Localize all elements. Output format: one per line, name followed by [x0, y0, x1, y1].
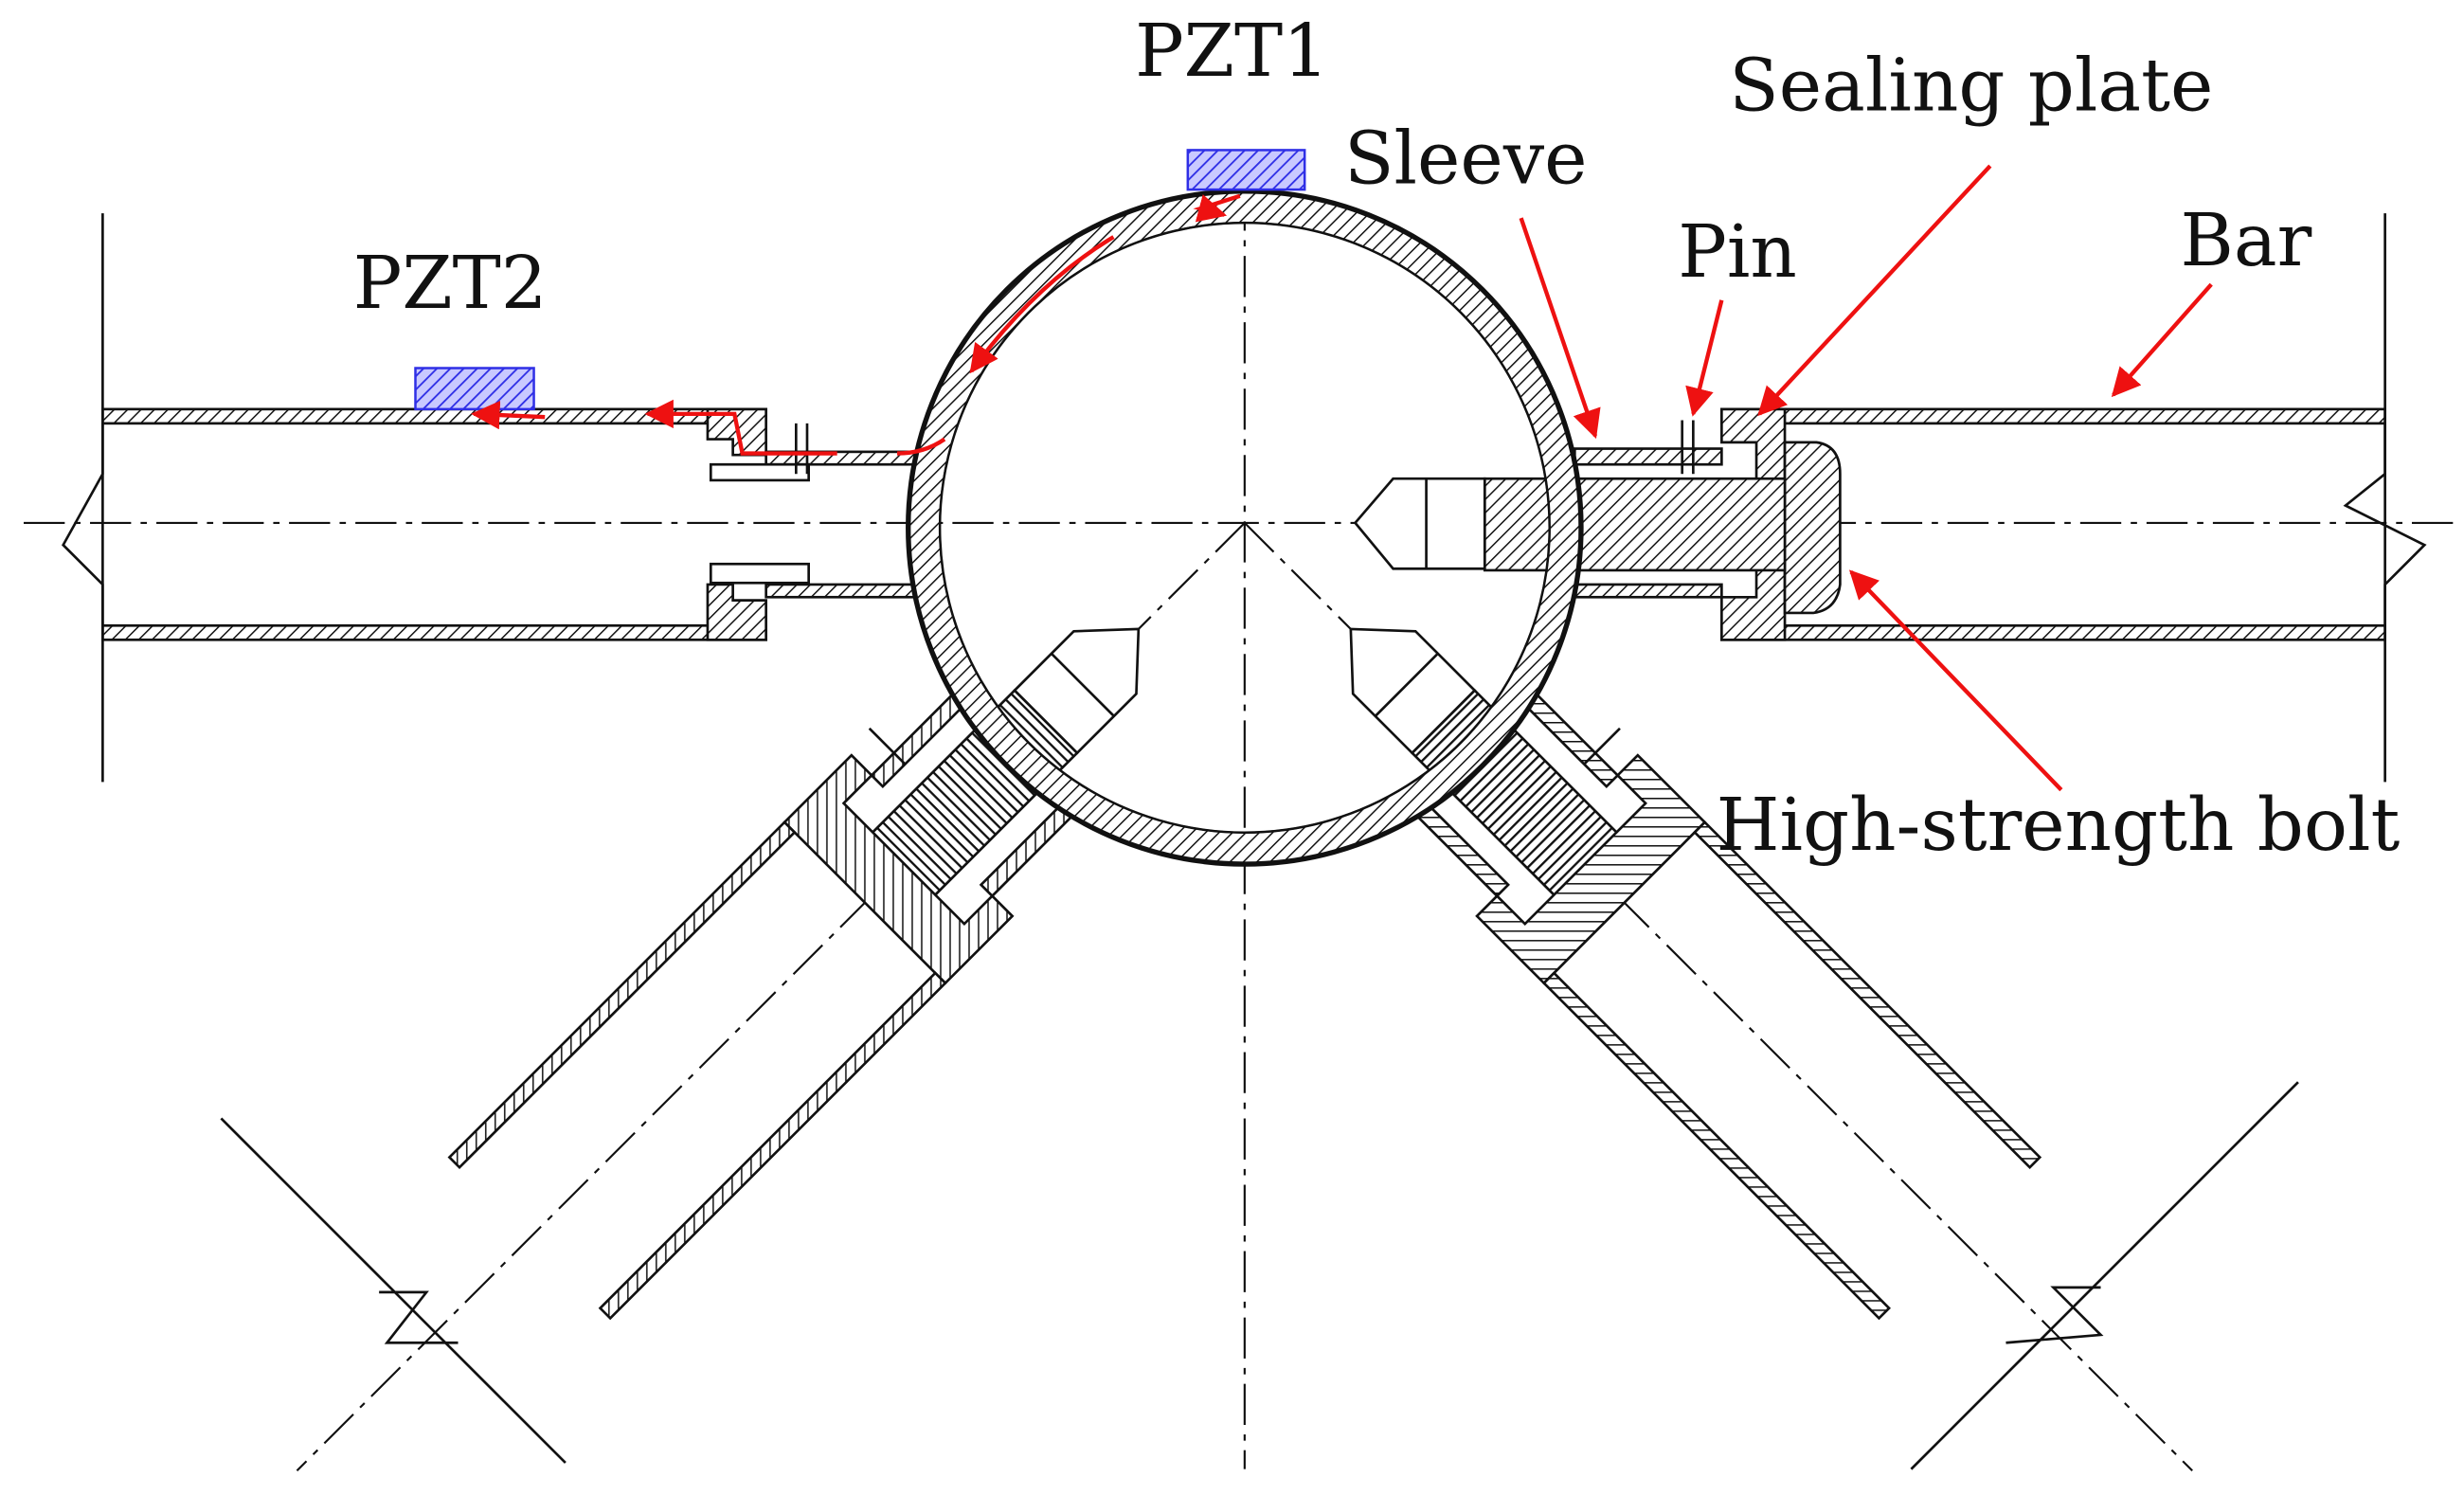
- left-diag-plate: [782, 753, 1015, 985]
- left-bar-top-wall: [101, 407, 767, 425]
- bar-arrow: [2111, 282, 2213, 398]
- right-diag-wall-b: [1541, 971, 1891, 1321]
- left-pin-slot: [709, 462, 810, 482]
- left-bar-bottom-wall: [101, 623, 767, 641]
- high-strength-bolt-head: [1783, 441, 1842, 615]
- label-high-strength-bolt: High-strength bolt: [1717, 784, 2401, 868]
- left-bar: [62, 213, 942, 783]
- high-strength-bolt-tip: [1353, 477, 1486, 570]
- diagonal-break-marks: [220, 1081, 2299, 1470]
- label-sleeve: Sleeve: [1344, 117, 1588, 201]
- label-pin: Pin: [1678, 210, 1797, 295]
- pin-arrow: [1685, 299, 1724, 417]
- left-sealing-plate-bottom: [706, 583, 767, 641]
- right-diag-plate: [1475, 753, 1707, 985]
- left-break-mark: [62, 423, 104, 626]
- right-sleeve-top: [1573, 447, 1723, 466]
- left-diag-cone-line: [1050, 652, 1115, 717]
- label-sealing-plate: Sealing plate: [1729, 45, 2213, 129]
- label-pzt1: PZT1: [1135, 9, 1329, 94]
- stress-wave-path: [471, 193, 1241, 456]
- bolt-arrow: [1848, 569, 2063, 792]
- left-diag-wall-b: [447, 820, 797, 1170]
- sealing-plate-arrow: [1757, 164, 1992, 417]
- right-diagonal-member: [1349, 627, 2042, 1321]
- right-diag-cone-line: [1374, 652, 1439, 717]
- sphere-inner-outline: [939, 222, 1551, 834]
- right-diag-pin: [1583, 727, 1621, 766]
- right-bar: [1353, 213, 2427, 783]
- high-strength-bolt-shank: [1483, 477, 1787, 572]
- wave-path-1: [1193, 193, 1241, 223]
- left-end-cut: [220, 1117, 567, 1464]
- left-diag-pin: [868, 727, 907, 766]
- wave-path-2: [969, 235, 1115, 374]
- pzt2-patch: [414, 367, 535, 411]
- wave-path-5: [471, 400, 546, 430]
- label-pzt2: PZT2: [353, 242, 548, 326]
- left-diagonal-member: [447, 627, 1141, 1321]
- sleeve-arrow: [1519, 217, 1601, 440]
- right-break-mark: [2343, 423, 2427, 626]
- left-pin-slot-lower: [709, 562, 810, 585]
- sphere-outline: [906, 189, 1584, 867]
- annotation-arrows: [1519, 164, 2213, 792]
- right-bar-top-wall: [1720, 407, 2386, 425]
- wave-path-4: [644, 399, 837, 456]
- labels: PZT1 PZT2 Sleeve Sealing plate Pin Bar H…: [353, 9, 2401, 868]
- right-sleeve-bottom: [1573, 583, 1723, 599]
- left-diag-wall-a: [598, 971, 947, 1321]
- right-end-cut: [1910, 1081, 2299, 1470]
- pzt1-patch: [1186, 149, 1306, 191]
- right-diag-wall-a: [1693, 820, 2042, 1170]
- right-bar-bottom-wall: [1720, 623, 2386, 641]
- left-end-zigzag: [379, 1290, 459, 1344]
- label-bar: Bar: [2181, 199, 2312, 283]
- wave-path-3: [897, 437, 946, 456]
- right-end-zigzag: [2005, 1286, 2104, 1344]
